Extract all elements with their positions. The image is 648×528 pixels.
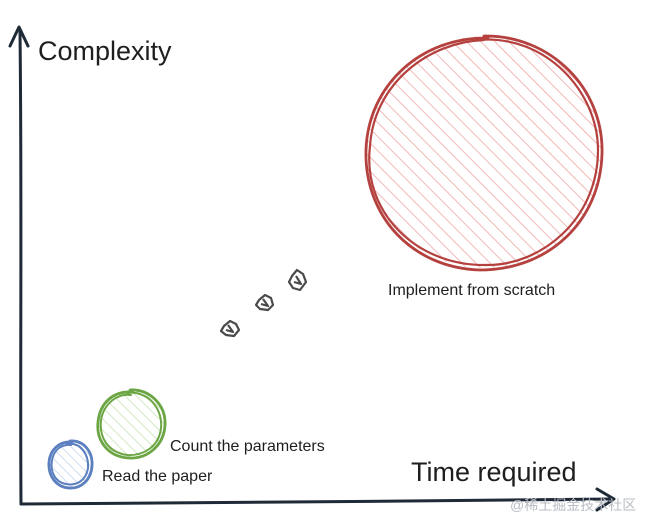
bubble-implement-from-scratch xyxy=(364,34,604,272)
y-axis xyxy=(8,25,30,506)
x-axis xyxy=(19,487,616,512)
ellipsis-dot xyxy=(254,293,275,312)
bubble-label-implement-from-scratch: Implement from scratch xyxy=(388,282,556,299)
bubble-label-read-the-paper: Read the paper xyxy=(102,468,213,485)
bubble-count-the-parameters xyxy=(96,388,167,460)
bubble-read-the-paper xyxy=(47,439,94,490)
ellipsis-dot xyxy=(219,319,241,338)
x-axis-title: Time required xyxy=(411,457,577,487)
bubble-label-count-the-parameters: Count the parameters xyxy=(170,438,325,455)
watermark: @稀土掘金技术社区 xyxy=(510,497,637,513)
y-axis-title: Complexity xyxy=(38,36,172,66)
ellipsis-dot xyxy=(287,268,308,292)
